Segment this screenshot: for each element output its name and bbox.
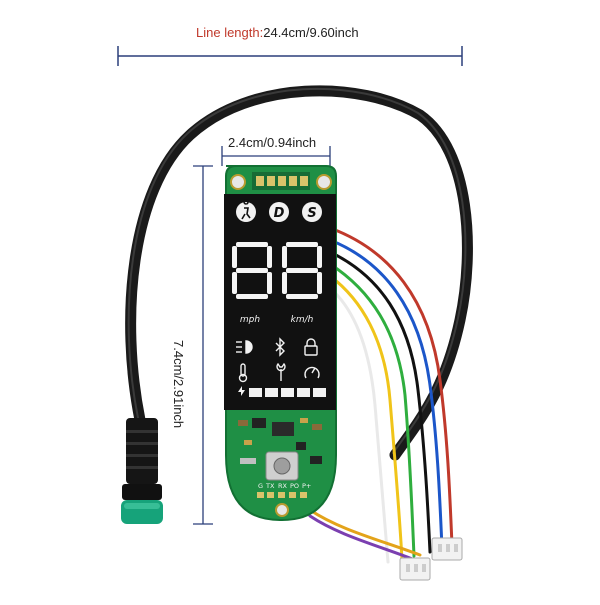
seven-segment-digits (232, 242, 322, 299)
pin-label-pplus: P+ (302, 482, 311, 490)
walk-icon (241, 199, 251, 220)
line-length-dimension (117, 46, 463, 66)
headlight-icon (236, 340, 253, 354)
width-label: 2.4cm/0.94inch (228, 135, 317, 150)
colored-wires (308, 226, 454, 564)
line-length-key: Line length: (196, 25, 264, 40)
pin-label-rx: RX (278, 482, 288, 490)
pcb-board: D S (224, 165, 337, 521)
solder-pads (257, 492, 307, 498)
header-pins (252, 172, 310, 190)
status-icons (236, 337, 320, 383)
mode-icons: D S (236, 199, 322, 222)
unit-mph: mph (240, 315, 260, 325)
lock-icon (304, 338, 318, 356)
pin-label-tx: TX (265, 482, 275, 490)
pin-labels: G TX RX PO P+ (258, 482, 311, 490)
svg-text:S: S (307, 206, 316, 221)
main-cable (125, 85, 473, 461)
height-dimension (193, 165, 213, 525)
thermometer-icon (238, 363, 248, 383)
speed-warning-icon (304, 366, 320, 379)
svg-text:D: D (274, 206, 285, 221)
wrench-icon (276, 362, 286, 381)
pin-label-g: G (258, 482, 263, 490)
line-length-label: Line length:24.4cm/9.60inch (196, 25, 359, 40)
pcb-components (238, 418, 322, 481)
pin-label-po: PO (290, 482, 299, 490)
line-length-value: 24.4cm/9.60inch (263, 25, 359, 40)
unit-kmh: km/h (291, 315, 314, 325)
lcd-display (224, 194, 336, 410)
jst-connectors (399, 537, 463, 581)
width-dimension (221, 146, 331, 166)
battery-bar (238, 386, 326, 397)
cable-connector (121, 418, 163, 524)
height-label: 7.4cm/2.91inch (171, 340, 186, 429)
bluetooth-icon (275, 337, 285, 357)
